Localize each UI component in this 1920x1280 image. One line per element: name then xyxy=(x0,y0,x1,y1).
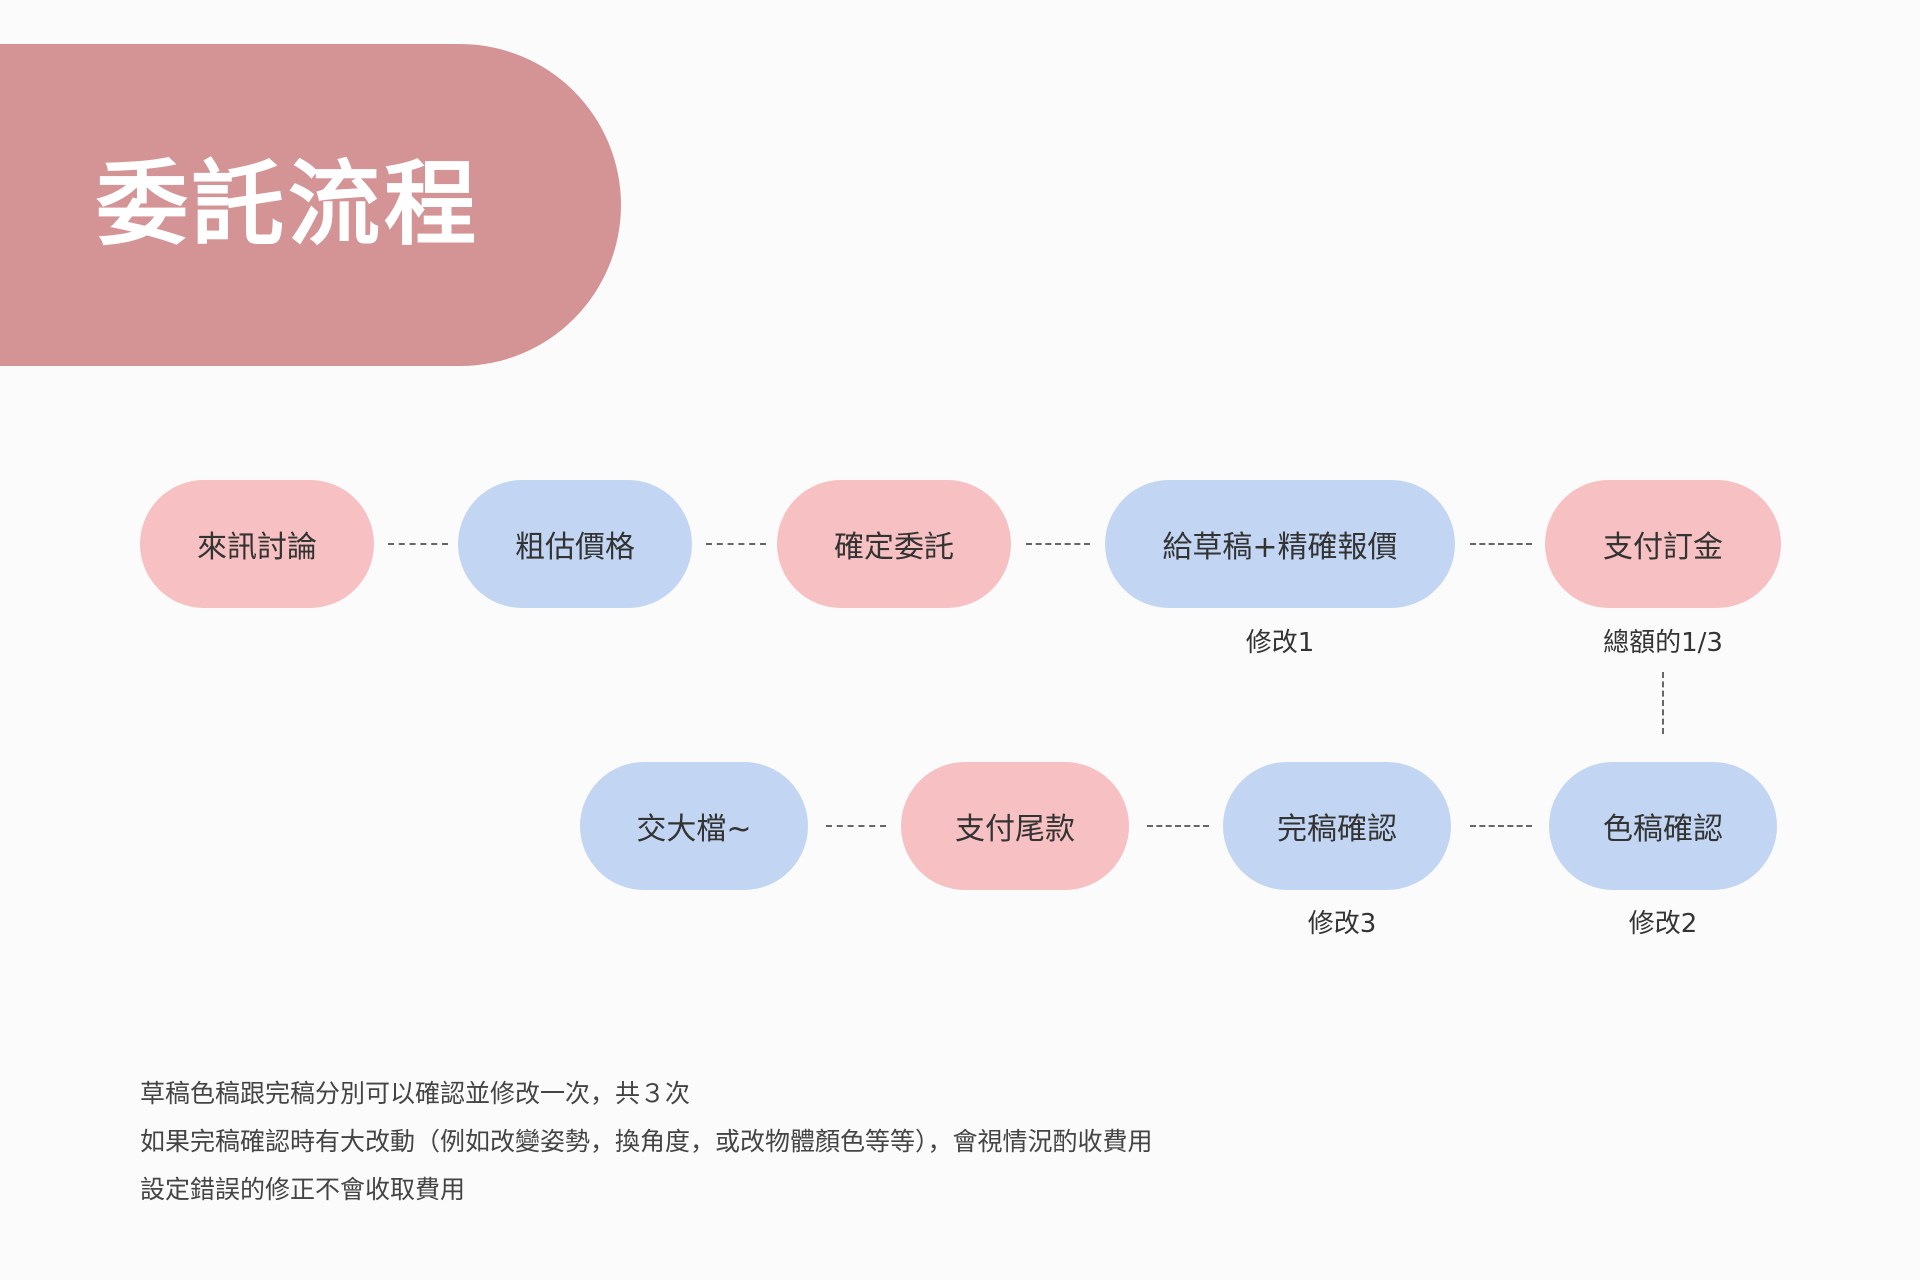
flow-connector xyxy=(706,543,766,545)
flow-connector xyxy=(1147,825,1209,827)
flow-note-revision-2: 修改2 xyxy=(1628,909,1698,939)
flow-node-label: 粗估價格 xyxy=(515,530,635,565)
flow-note-revision-1: 修改1 xyxy=(1245,628,1315,658)
flow-connector xyxy=(1470,543,1532,545)
flow-connector xyxy=(1470,825,1532,827)
flow-node-color-confirm: 色稿確認 xyxy=(1549,762,1777,890)
flow-connector xyxy=(1026,543,1090,545)
flow-connector xyxy=(826,825,886,827)
flow-node-label: 交大檔~ xyxy=(636,812,752,847)
flow-node-label: 給草稿+精確報價 xyxy=(1162,530,1398,565)
flow-node-confirm-commission: 確定委託 xyxy=(777,480,1011,608)
flow-node-label: 色稿確認 xyxy=(1603,812,1723,847)
title-banner: 委託流程 xyxy=(0,44,621,366)
flow-note-revision-3: 修改3 xyxy=(1307,909,1377,939)
flow-node-inquiry: 來訊討論 xyxy=(140,480,374,608)
flow-node-label: 支付訂金 xyxy=(1603,530,1723,565)
flow-connector-vertical xyxy=(1662,672,1664,734)
flow-node-final-confirm: 完稿確認 xyxy=(1223,762,1451,890)
flow-node-label: 完稿確認 xyxy=(1277,812,1397,847)
footer-note-line: 草稿色稿跟完稿分別可以確認並修改一次，共３次 xyxy=(140,1079,691,1108)
flow-node-pay-deposit: 支付訂金 xyxy=(1545,480,1781,608)
flow-node-rough-estimate: 粗估價格 xyxy=(458,480,692,608)
flow-node-pay-balance: 支付尾款 xyxy=(901,762,1129,890)
flow-node-deliver-files: 交大檔~ xyxy=(580,762,808,890)
footer-notes: 草稿色稿跟完稿分別可以確認並修改一次，共３次 如果完稿確認時有大改動（例如改變姿… xyxy=(140,1070,1153,1214)
footer-note-line: 如果完稿確認時有大改動（例如改變姿勢，換角度，或改物體顏色等等），會視情況酌收費… xyxy=(140,1127,1153,1156)
footer-note-line: 設定錯誤的修正不會收取費用 xyxy=(140,1175,466,1204)
flow-node-draft-quote: 給草稿+精確報價 xyxy=(1105,480,1455,608)
flow-node-label: 來訊討論 xyxy=(197,530,317,565)
page-title: 委託流程 xyxy=(96,151,481,258)
flow-node-label: 支付尾款 xyxy=(955,812,1075,847)
flow-note-deposit-amount: 總額的1/3 xyxy=(1603,628,1723,658)
flow-node-label: 確定委託 xyxy=(834,530,954,565)
flow-connector xyxy=(388,543,448,545)
